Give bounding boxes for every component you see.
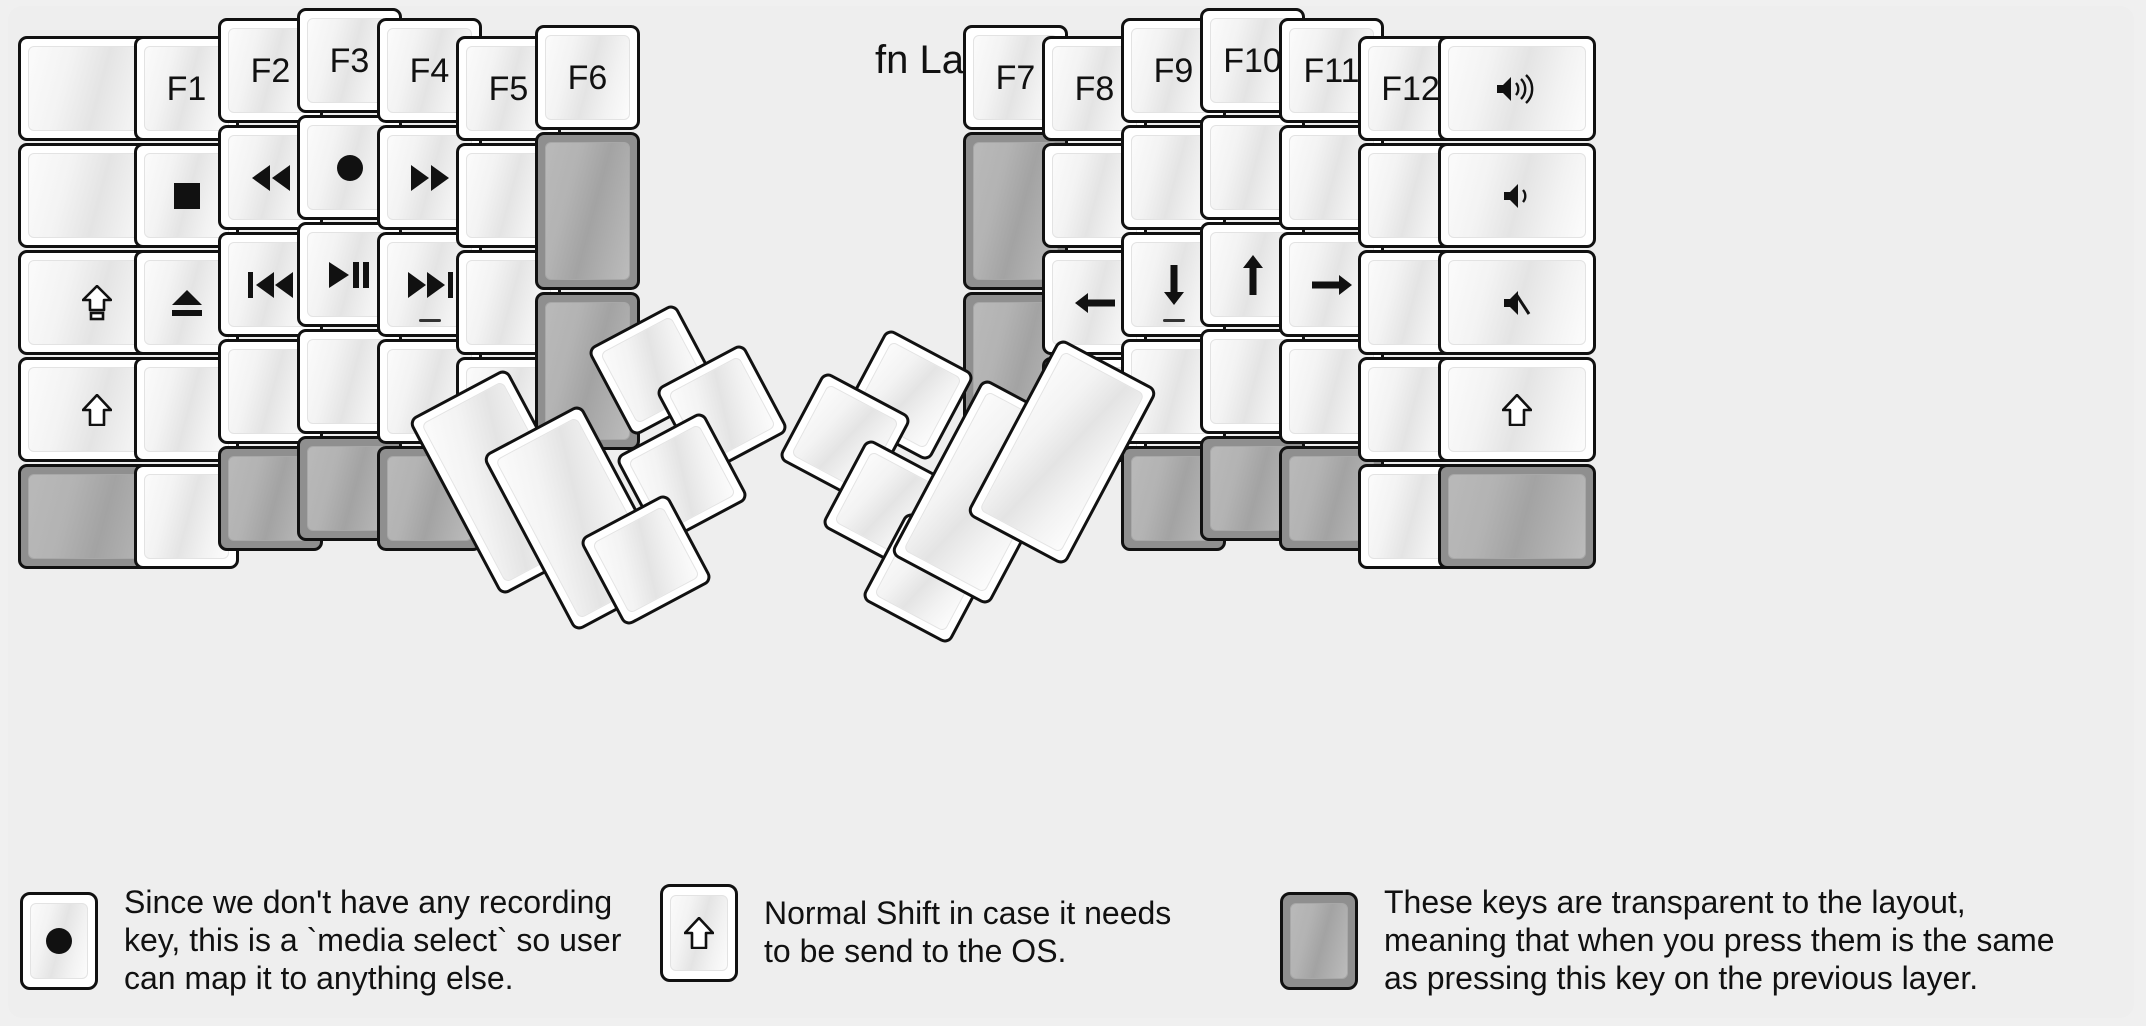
- volume-down-icon: [1502, 181, 1532, 211]
- key-right-pinky-outer-r3[interactable]: [1438, 250, 1596, 355]
- keycap-surface: [545, 142, 630, 280]
- keycap-surface: [1448, 153, 1586, 238]
- key-right-pinky-outer-r1[interactable]: [1438, 36, 1596, 141]
- media-fast-forward-icon: [410, 164, 450, 191]
- shift-icon: [1502, 393, 1532, 426]
- key-label: F9: [1153, 51, 1194, 90]
- key-left-inner-extra-r1[interactable]: F6: [535, 25, 640, 130]
- media-next-icon: [407, 271, 453, 298]
- key-right-pinky-outer-r2[interactable]: [1438, 143, 1596, 248]
- legend-item-3: These keys are transparent to the layout…: [1280, 884, 2055, 997]
- key-label: F5: [488, 69, 529, 108]
- key-left-inner-extra-r2[interactable]: [535, 132, 640, 290]
- key-label: F6: [567, 58, 608, 97]
- homing-bar: [1162, 319, 1185, 322]
- keycap-surface: [1448, 474, 1586, 559]
- key-label: F12: [1381, 69, 1440, 108]
- shift-icon: [82, 393, 112, 426]
- media-record-icon: [335, 153, 365, 183]
- keycap-surface: [1448, 260, 1586, 345]
- legend-sample-key-3: [1280, 891, 1358, 990]
- media-stop-icon: [172, 181, 202, 211]
- legend-item-2: Normal Shift in case it needs to be send…: [660, 884, 1171, 982]
- arrow-down-icon: [1161, 264, 1187, 305]
- keycap-surface: [144, 260, 229, 345]
- key-right-pinky-outer-r4[interactable]: [1438, 357, 1596, 462]
- arrow-left-icon: [1074, 290, 1115, 316]
- keycap-surface: F6: [545, 35, 630, 120]
- media-rewind-icon: [251, 164, 291, 191]
- media-play-pause-icon: [328, 261, 371, 288]
- keycap-surface: [144, 153, 229, 238]
- shift-icon: [684, 917, 714, 949]
- keycap-surface: F1: [144, 46, 229, 131]
- keycap-surface: [670, 895, 728, 971]
- media-record-icon: [44, 926, 74, 956]
- key-label: F8: [1074, 69, 1115, 108]
- media-previous-icon: [247, 271, 294, 298]
- caps-lock-icon: [82, 284, 112, 321]
- homing-bar: [418, 319, 441, 322]
- keycap-surface: [30, 902, 88, 979]
- keycap-surface: [1448, 46, 1586, 131]
- arrow-up-icon: [1240, 254, 1266, 295]
- key-label: F7: [995, 58, 1036, 97]
- key-label: F3: [329, 41, 370, 80]
- legend-sample-key-2: [660, 884, 738, 982]
- legend-item-1: Since we don't have any recording key, t…: [20, 884, 621, 997]
- key-label: F10: [1223, 41, 1282, 80]
- keycap-surface: [144, 367, 229, 452]
- volume-up-icon: [1495, 73, 1539, 104]
- media-eject-icon: [170, 288, 204, 318]
- key-label: F11: [1303, 51, 1360, 90]
- volume-mute-icon: [1502, 288, 1532, 318]
- key-label: F2: [250, 51, 291, 90]
- legend-sample-key-1: [20, 891, 98, 990]
- arrow-right-icon: [1311, 272, 1352, 298]
- legend-text-1: Since we don't have any recording key, t…: [124, 884, 622, 996]
- key-label: F4: [409, 51, 450, 90]
- key-label: F1: [166, 69, 207, 108]
- legend-text-2: Normal Shift in case it needs to be send…: [764, 895, 1172, 969]
- legend-text-3: These keys are transparent to the layout…: [1384, 884, 2055, 996]
- keycap-surface: [144, 474, 229, 559]
- key-left-pinky-r4[interactable]: [134, 357, 239, 462]
- keycap-surface: [1448, 367, 1586, 452]
- key-right-pinky-outer-r5[interactable]: [1438, 464, 1596, 569]
- keycap-surface: [1290, 902, 1348, 979]
